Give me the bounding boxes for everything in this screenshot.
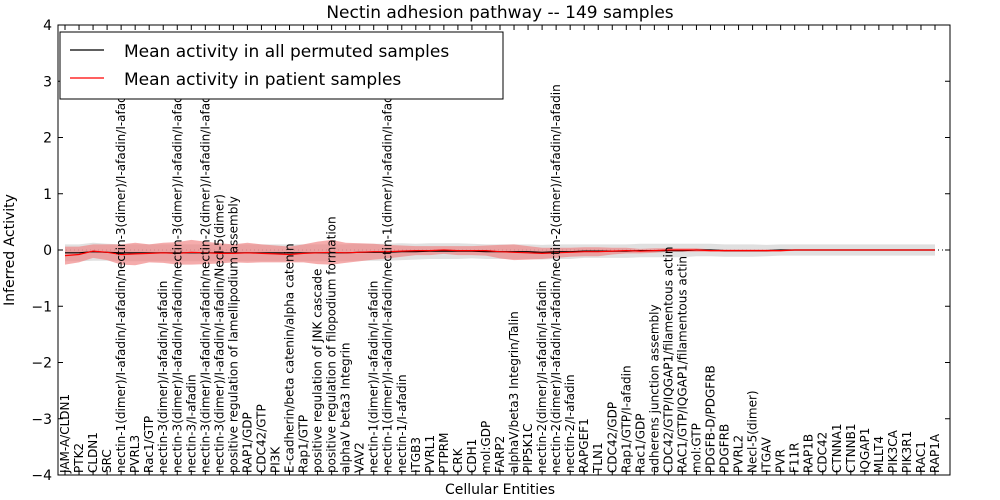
x-tick-label: nectin-3(dimer)/I-afadin/I-afadin/nectin…: [170, 84, 184, 473]
x-tick-label: positive regulation of lamellipodium ass…: [226, 196, 240, 473]
x-tick-label: SRC: [100, 449, 114, 473]
x-tick-label: RAC1/GTP/IQGAP1/filamentous actin: [675, 256, 689, 473]
x-tick-label: nectin-1(dimer)/I-afadin/I-afadin: [367, 281, 381, 473]
x-tick-label: nectin-2(dimer)/I-afadin/I-afadin: [535, 281, 549, 473]
series-line-1: [64, 249, 935, 257]
x-tick-label: Rap1/GTP/I-afadin: [619, 365, 633, 473]
x-tick-label: PTPRM: [437, 433, 451, 474]
legend: Mean activity in all permuted samples Me…: [59, 31, 504, 100]
x-tick-label: nectin-3(dimer)/I-afadin/I-afadin/Necl-5…: [212, 194, 226, 473]
x-tick-label: VAV2: [353, 442, 367, 473]
x-tick-label: MLLT4: [872, 436, 886, 473]
x-tick-label: ITGAV: [760, 436, 774, 473]
legend-box: [59, 31, 504, 100]
plot-area: [58, 239, 950, 266]
x-tick-label: nectin-2/I-afadin: [563, 374, 577, 473]
x-tick-label: mol:GTP: [690, 423, 704, 473]
y-tick-label: −1: [31, 299, 52, 315]
x-tick-label: PIK3R1: [900, 431, 914, 473]
x-tick-label: CTNNB1: [844, 423, 858, 473]
x-tick-label: Necl-5(dimer): [746, 390, 760, 473]
series-band-1: [65, 239, 935, 266]
x-tick-label: PVRL3: [128, 435, 142, 473]
y-tick-label: −4: [31, 468, 52, 484]
y-tick-label: 4: [43, 18, 52, 34]
y-tick-label: 2: [43, 131, 52, 147]
x-tick-label: ITGB3: [409, 437, 423, 473]
y-axis: −4 −3 −2 −1 0 1 2 3 4: [31, 18, 950, 484]
x-tick-label: CDC42/GTP/IQGAP1/filamentous actin: [661, 247, 675, 473]
x-tick-label: RAP1/GDP: [240, 412, 254, 473]
x-tick-label: alphaV/beta3 Integrin/Talin: [507, 311, 521, 473]
x-tick-label: PIK3CA: [886, 429, 900, 473]
y-tick-label: 0: [43, 243, 52, 259]
x-tick-label: PIP5K1C: [521, 423, 535, 473]
x-tick-label: nectin-3(dimer)/I-afadin/I-afadin: [156, 281, 170, 473]
y-tick-label: −3: [31, 412, 52, 428]
y-tick-label: −2: [31, 356, 52, 372]
chart-title: Nectin adhesion pathway -- 149 samples: [326, 3, 673, 23]
x-tick-label: PTK2: [72, 443, 86, 473]
x-tick-label: CTNNA1: [830, 423, 844, 473]
x-tick-label: RAP1A: [928, 433, 942, 473]
x-tick-label: PVRL2: [732, 435, 746, 473]
x-tick-label: FARP2: [493, 436, 507, 473]
x-tick-label: nectin-3(dimer)/I-afadin/I-afadin/nectin…: [198, 84, 212, 473]
x-tick-label: alphaV beta3 Integrin: [339, 342, 353, 473]
x-tick-label: PVR: [774, 449, 788, 473]
x-tick-label: PVRL1: [423, 435, 437, 473]
x-tick-label: nectin-1(dimer)/I-afadin/I-afadin/nectin…: [114, 84, 128, 473]
x-tick-label: mol:GDP: [479, 421, 493, 473]
legend-label-permuted: Mean activity in all permuted samples: [124, 42, 449, 62]
x-tick-label: F11R: [788, 442, 802, 473]
x-tick-label: E-cadherin/beta catenin/alpha catenin: [283, 243, 297, 473]
x-tick-label: adherens junction assembly: [647, 304, 661, 473]
x-tick-label: TLN1: [591, 442, 605, 474]
y-axis-label: Inferred Activity: [2, 194, 18, 306]
plot-frame: [57, 24, 951, 476]
x-tick-label: RAC1: [914, 441, 928, 473]
x-tick-label: IQGAP1: [858, 428, 872, 473]
legend-label-patient: Mean activity in patient samples: [124, 70, 401, 90]
x-tick-label: JAM-A/CLDN1: [58, 394, 72, 474]
x-tick-label: Rac1/GDP: [633, 414, 647, 473]
x-tick-label: PI3K: [269, 446, 283, 473]
x-tick-label: RAPGEF1: [577, 418, 591, 473]
x-tick-label: nectin-1/I-afadin: [395, 374, 409, 473]
x-tick-label: nectin-2(dimer)/I-afadin/I-afadin/nectin…: [549, 84, 563, 473]
y-tick-label: 3: [43, 74, 52, 90]
x-tick-label: CDC42/GDP: [605, 402, 619, 473]
x-tick-label: PDGFRB: [718, 424, 732, 473]
x-tick-label: CDC42: [816, 432, 830, 473]
x-tick-label: Rap1/GTP: [297, 415, 311, 473]
x-tick-label: CDC42/GTP: [255, 404, 269, 473]
x-tick-label: positive regulation of filopodium format…: [325, 216, 339, 473]
x-tick-label: CDH1: [465, 439, 479, 473]
x-tick-label: CRK: [451, 447, 465, 473]
x-tick-label: Rac1/GTP: [142, 416, 156, 473]
x-tick-label: RAP1B: [802, 434, 816, 473]
x-tick-label: nectin-1(dimer)/I-afadin/I-afadin/nectin…: [381, 84, 395, 473]
x-tick-label: CLDN1: [86, 432, 100, 473]
x-tick-label: positive regulation of JNK cascade: [311, 269, 325, 473]
x-tick-label: nectin-3/I-afadin: [184, 374, 198, 473]
x-axis-label: Cellular Entities: [445, 482, 555, 498]
x-tick-label: PDGFB-D/PDGFRB: [704, 365, 718, 473]
y-tick-label: 1: [43, 187, 52, 203]
